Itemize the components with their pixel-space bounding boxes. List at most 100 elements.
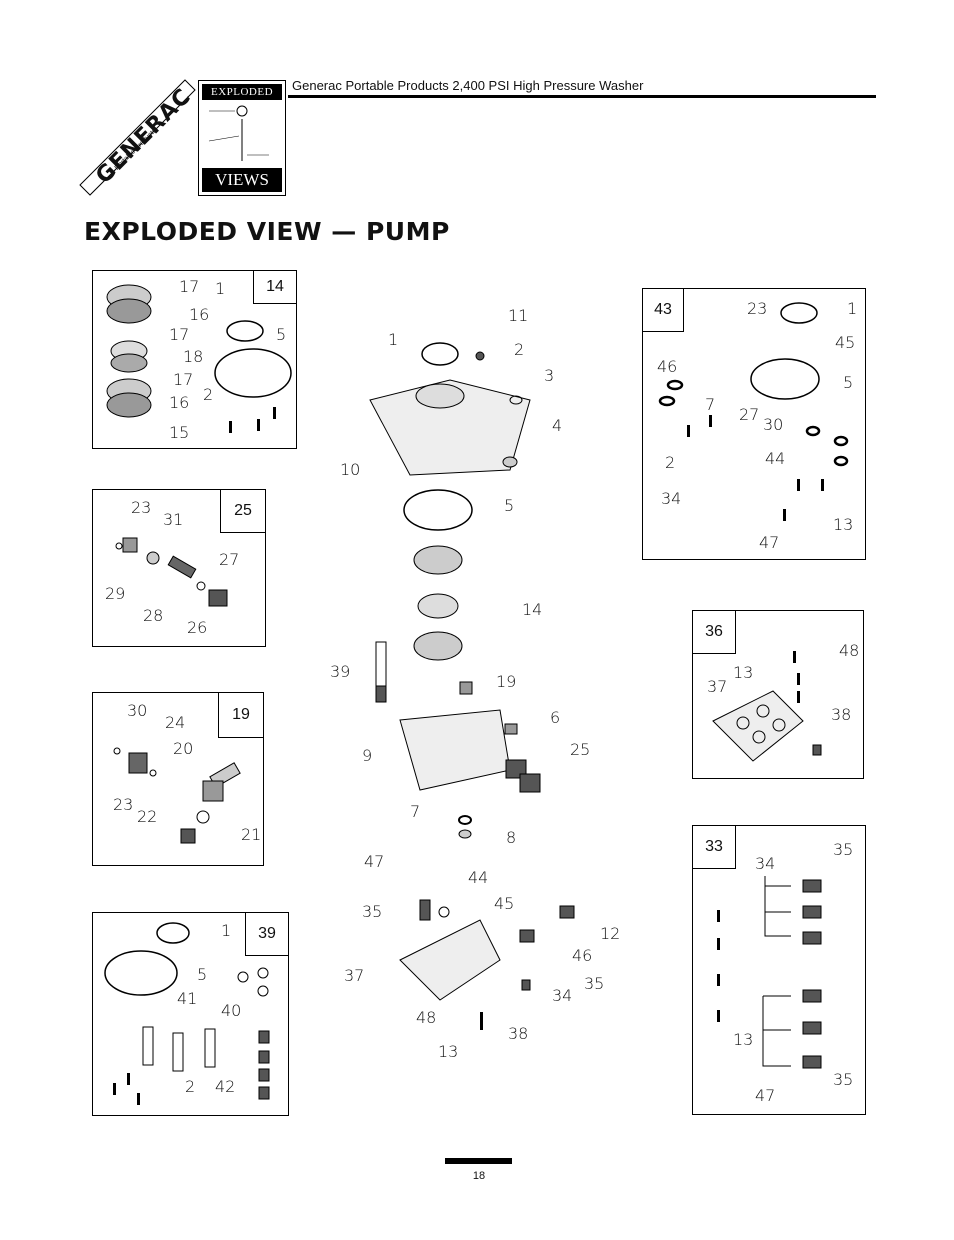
callout-label: 27 [219, 550, 240, 569]
panel-tab: 33 [692, 825, 736, 869]
callout-label: 20 [173, 739, 194, 758]
callout-label: 44 [765, 449, 786, 468]
callout-label: 2 [203, 385, 214, 404]
panel-14: 14 17 1 16 5 17 18 17 2 16 15 [92, 270, 297, 449]
panel-33: 33 35 34 13 35 47 [692, 825, 866, 1115]
callout-label: 37 [707, 677, 728, 696]
callout-label: 47 [364, 852, 385, 871]
callout-label: 12 [600, 924, 621, 943]
fitting-assembly-icon [113, 747, 241, 844]
callout-label: 5 [276, 325, 287, 344]
panel-tab: 14 [253, 270, 297, 304]
callout-label: 1 [215, 279, 226, 298]
badge-top-text: EXPLODED [202, 84, 282, 100]
callout-label: 28 [143, 606, 164, 625]
panel-tab: 43 [642, 288, 684, 332]
callout-label: 45 [494, 894, 515, 913]
plug-kit-icon [717, 876, 822, 1069]
callout-label: 35 [833, 840, 854, 859]
callout-label: 1 [221, 921, 232, 940]
callout-label: 26 [187, 618, 208, 637]
callout-label: 8 [506, 828, 517, 847]
panel-tab: 36 [692, 610, 736, 654]
page-title: EXPLODED VIEW — PUMP [84, 217, 450, 246]
callout-label: 35 [833, 1070, 854, 1089]
callout-label: 10 [340, 460, 361, 479]
callout-label: 14 [522, 600, 543, 619]
callout-label: 40 [221, 1001, 242, 1020]
panel-tab: 19 [218, 692, 264, 738]
panel-25: 25 23 31 27 29 28 26 [92, 489, 266, 647]
callout-label: 13 [733, 663, 754, 682]
callout-label: 7 [410, 802, 421, 821]
callout-label: 7 [705, 395, 716, 414]
panel-43: 43 23 1 45 46 5 7 27 30 2 44 34 13 47 [642, 288, 866, 560]
valve-assembly-icon [115, 537, 228, 607]
bearing-stack-icon [106, 284, 292, 433]
callout-label: 47 [759, 533, 780, 552]
piston-set-icon [104, 922, 270, 1105]
callout-label: 23 [113, 795, 134, 814]
callout-label: 17 [169, 325, 190, 344]
callout-label: 4 [552, 416, 563, 435]
callout-label: 25 [570, 740, 591, 759]
callout-label: 19 [496, 672, 517, 691]
callout-label: 21 [241, 825, 262, 844]
callout-label: 17 [179, 277, 200, 296]
callout-label: 2 [665, 453, 676, 472]
callout-label: 11 [508, 306, 529, 325]
callout-label: 9 [362, 746, 373, 765]
callout-label: 42 [215, 1077, 236, 1096]
callout-label: 48 [839, 641, 860, 660]
callout-label: 48 [416, 1008, 437, 1027]
callout-label: 44 [468, 868, 489, 887]
callout-label: 13 [733, 1030, 754, 1049]
callout-label: 47 [755, 1086, 776, 1105]
callout-label: 30 [763, 415, 784, 434]
seal-kit-icon [658, 302, 849, 521]
callout-label: 46 [572, 946, 593, 965]
panel-19: 19 30 24 20 23 22 21 [92, 692, 264, 866]
callout-label: 45 [835, 333, 856, 352]
callout-label: 15 [169, 423, 190, 442]
badge-bottom-text: VIEWS [202, 168, 282, 192]
page-number: 18 [472, 1170, 486, 1182]
callout-label: 35 [584, 974, 605, 993]
callout-label: 3 [544, 366, 555, 385]
callout-label: 2 [514, 340, 525, 359]
generac-logo: GENERAC Portable Products [79, 79, 196, 196]
callout-label: 35 [362, 902, 383, 921]
callout-label: 1 [388, 330, 399, 349]
header-rule [288, 95, 876, 98]
callout-label: 38 [831, 705, 852, 724]
callout-label: 34 [661, 489, 682, 508]
callout-label: 17 [173, 370, 194, 389]
callout-label: 16 [189, 305, 210, 324]
callout-label: 6 [550, 708, 561, 727]
callout-label: 46 [657, 357, 678, 376]
callout-label: 39 [330, 662, 351, 681]
callout-label: 23 [131, 498, 152, 517]
panel-39: 39 1 5 41 40 2 42 [92, 912, 289, 1116]
callout-label: 34 [552, 986, 573, 1005]
callout-label: 31 [163, 510, 184, 529]
callout-label: 24 [165, 713, 186, 732]
badge-diagram-icon [208, 105, 269, 161]
callout-label: 27 [739, 405, 760, 424]
callout-label: 5 [504, 496, 515, 515]
manifold-icon [712, 651, 822, 762]
footer-bar [445, 1158, 512, 1164]
callout-label: 29 [105, 584, 126, 603]
callout-label: 22 [137, 807, 158, 826]
panel-tab: 25 [220, 489, 266, 533]
header-text: Generac Portable Products 2,400 PSI High… [292, 78, 644, 93]
callout-label: 30 [127, 701, 148, 720]
callout-label: 23 [747, 299, 768, 318]
callout-label: 5 [197, 965, 208, 984]
exploded-views-badge: EXPLODED VIEWS [198, 80, 286, 196]
callout-label: 13 [833, 515, 854, 534]
panel-tab: 39 [245, 912, 289, 956]
callout-label: 34 [755, 854, 776, 873]
callout-label: 37 [344, 966, 365, 985]
panel-36: 36 48 13 37 38 [692, 610, 864, 779]
